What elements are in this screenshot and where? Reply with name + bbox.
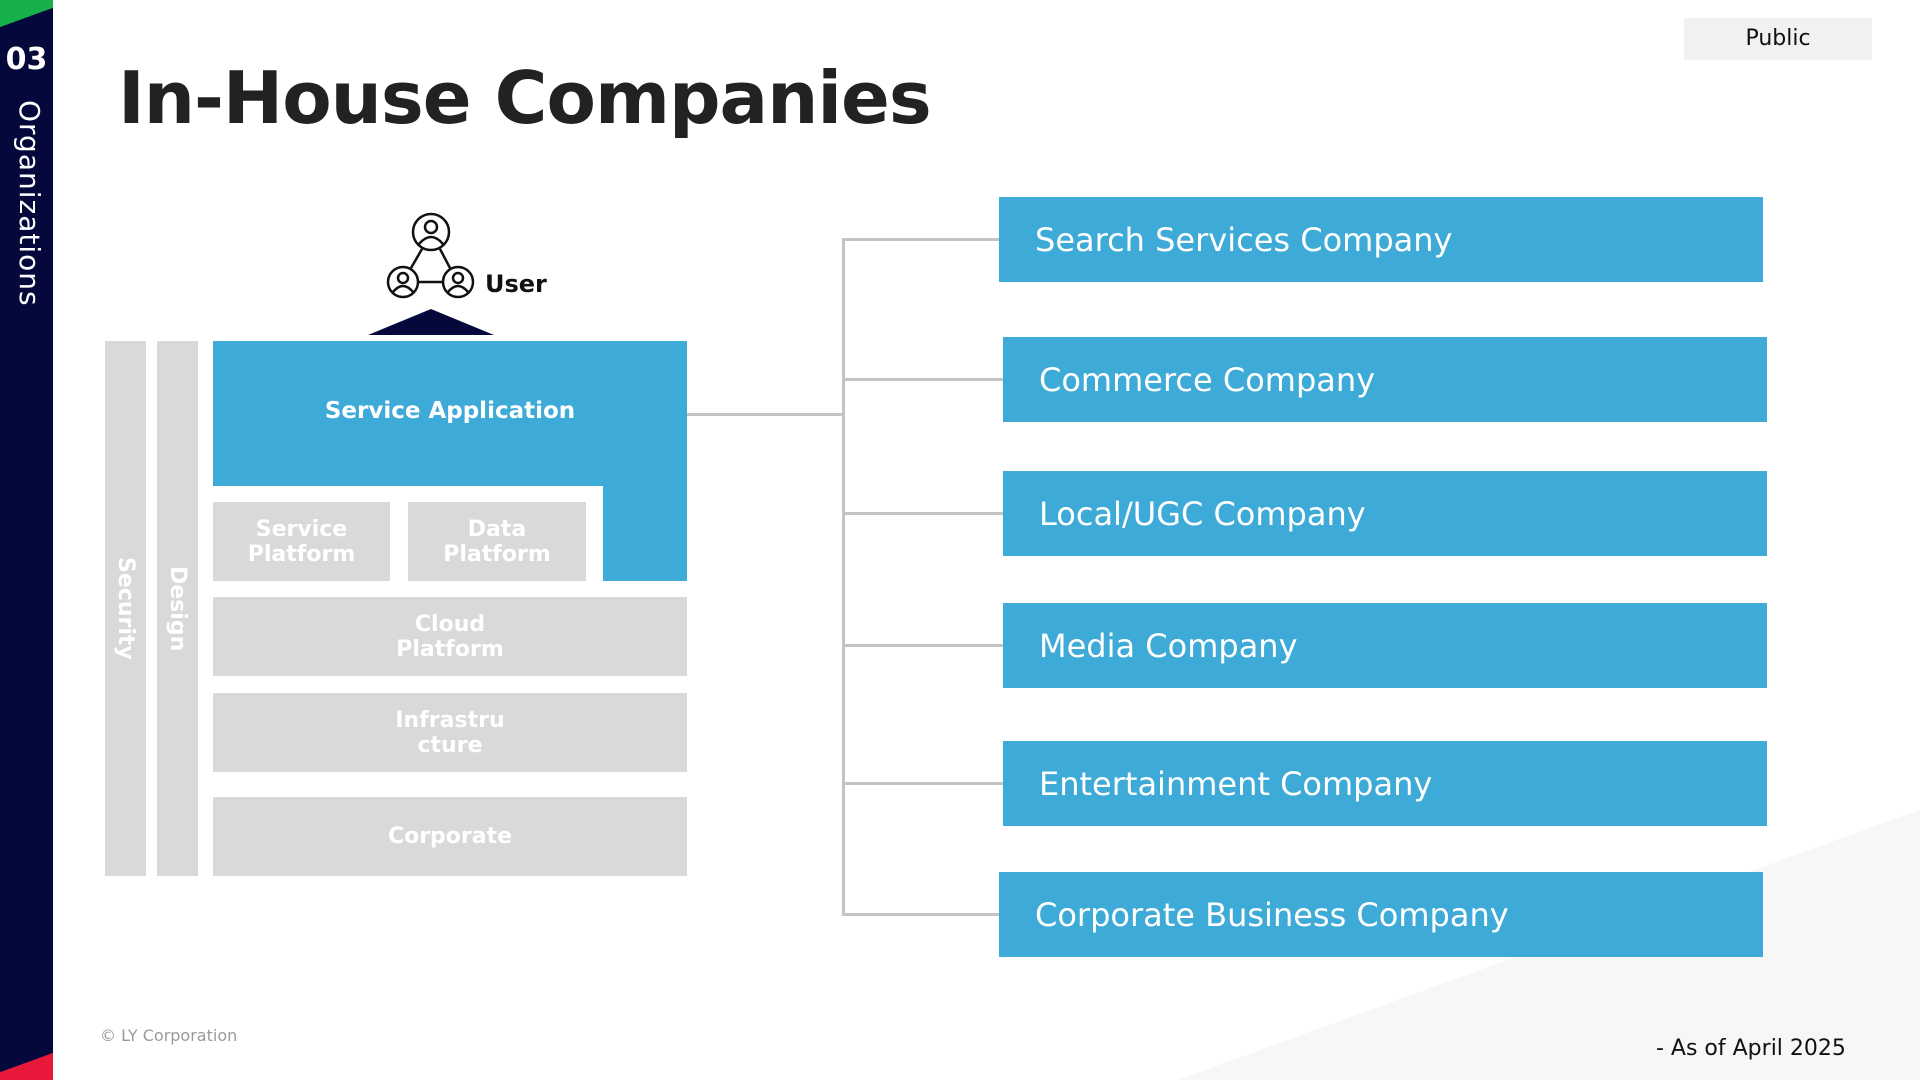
connector-branch (842, 782, 1003, 785)
design-bar: Design (157, 341, 198, 876)
as-of-date: - As of April 2025 (1656, 1036, 1846, 1061)
connector-branch (842, 238, 999, 241)
company-label: Media Company (1039, 626, 1298, 665)
service-platform-label: Service Platform (247, 516, 356, 567)
section-rail (0, 0, 53, 1080)
data-platform-label: Data Platform (443, 516, 551, 567)
service-application-label: Service Application (324, 398, 576, 424)
connector-branch (842, 913, 999, 916)
company-box-commerce: Commerce Company (1003, 337, 1767, 422)
data-platform-block: Data Platform (408, 502, 586, 581)
background-corner-shape (1120, 660, 1920, 1080)
company-box-entertainment: Entertainment Company (1003, 741, 1767, 826)
connector-vertical-spine (842, 238, 845, 916)
connector-horizontal-main (687, 413, 844, 416)
company-box-corporate-business: Corporate Business Company (999, 872, 1763, 957)
infrastructure-label: Infrastru cture (395, 707, 505, 758)
company-box-search-services: Search Services Company (999, 197, 1763, 282)
connector-branch (842, 512, 1003, 515)
company-box-local-ugc: Local/UGC Company (1003, 471, 1767, 556)
company-label: Local/UGC Company (1039, 494, 1366, 533)
connector-branch (842, 378, 1003, 381)
company-label: Commerce Company (1039, 360, 1376, 399)
design-label: Design (165, 565, 190, 652)
copyright-text: © LY Corporation (100, 1026, 238, 1045)
user-network-icon (386, 212, 475, 299)
corporate-label: Corporate (387, 824, 513, 849)
company-label: Entertainment Company (1039, 764, 1433, 803)
security-bar: Security (105, 341, 146, 876)
public-badge: Public (1684, 18, 1872, 60)
security-label: Security (113, 557, 138, 660)
company-label: Corporate Business Company (1035, 895, 1509, 934)
service-application-block-leg (603, 486, 687, 581)
section-number: 03 (5, 42, 48, 77)
rail-green-accent (0, 0, 53, 30)
connector-branch (842, 644, 1003, 647)
rail-red-accent (0, 1050, 53, 1080)
corporate-block: Corporate (213, 797, 687, 876)
cloud-platform-block: Cloud Platform (213, 597, 687, 676)
service-application-block (213, 341, 687, 486)
company-box-media: Media Company (1003, 603, 1767, 688)
service-platform-block: Service Platform (213, 502, 390, 581)
up-arrow-icon (368, 309, 494, 335)
section-label: Organizations (13, 100, 46, 307)
cloud-platform-label: Cloud Platform (396, 611, 504, 662)
company-label: Search Services Company (1035, 220, 1453, 259)
user-label: User (485, 270, 547, 298)
infrastructure-block: Infrastru cture (213, 693, 687, 772)
page-title: In-House Companies (118, 56, 932, 140)
